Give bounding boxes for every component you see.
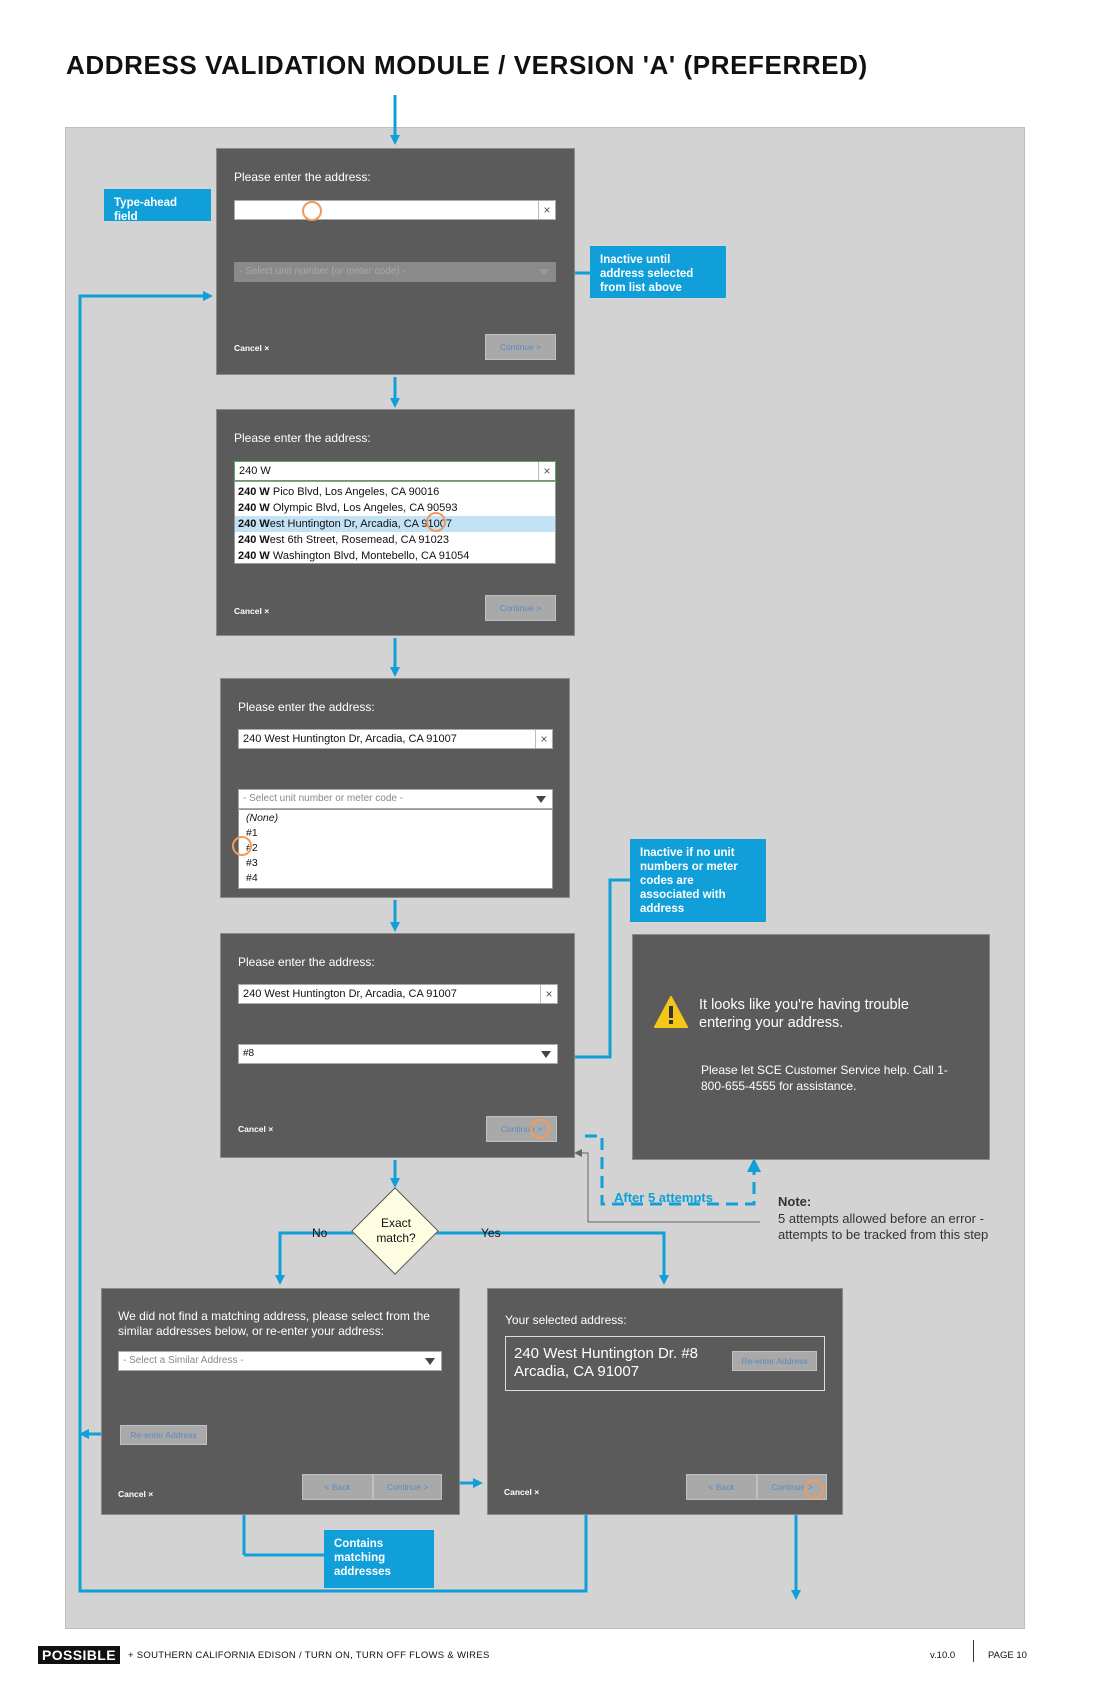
callout-typeahead: Type-ahead field [104, 189, 211, 223]
continue-button[interactable]: Continue > [485, 334, 556, 360]
panel-title: Please enter the address: [234, 431, 371, 445]
unit-option[interactable]: (None) [246, 812, 279, 824]
cursor-indicator [530, 1119, 550, 1139]
footer-page-number: PAGE 10 [988, 1650, 1027, 1661]
cancel-button[interactable]: Cancel × [118, 1489, 154, 1499]
address-panel-unit-select: Please enter the address: 240 West Hunti… [220, 678, 570, 898]
reenter-address-button[interactable]: Re-enter Address [732, 1351, 817, 1371]
unit-select-disabled: - Select unit number (or meter code) - [234, 262, 556, 282]
unit-option-list: (None) #1 #2 #3 #4 [238, 809, 553, 889]
error-panel: It looks like you're having trouble ente… [632, 934, 990, 1160]
arrow-loop-back [78, 291, 588, 1593]
address-line-2: Arcadia, CA 91007 [514, 1363, 640, 1380]
address-panel-empty: Please enter the address: × - Select uni… [216, 148, 575, 375]
cancel-button[interactable]: Cancel × [238, 1124, 274, 1134]
error-title: It looks like you're having trouble ente… [699, 997, 909, 1031]
unit-option[interactable]: #2 [246, 842, 258, 854]
arrow-no [275, 1231, 355, 1285]
suggestion-list: 240 W Pico Blvd, Los Angeles, CA 90016 2… [234, 481, 556, 564]
page-title: ADDRESS VALIDATION MODULE / VERSION 'A' … [66, 50, 868, 80]
suggestion-item[interactable]: 240 West 6th Street, Rosemead, CA 91023 [238, 534, 449, 546]
decision-yes-label: Yes [481, 1226, 501, 1240]
cursor-indicator [426, 512, 446, 532]
clear-icon[interactable]: × [535, 730, 552, 748]
cursor-indicator [804, 1479, 824, 1499]
footer-version: v.10.0 [930, 1650, 956, 1661]
cursor-indicator [302, 201, 322, 221]
unit-select[interactable]: #8 [238, 1044, 558, 1064]
callout-contains: Contains matching addresses [324, 1530, 434, 1588]
continue-button[interactable]: Continue > [373, 1474, 442, 1500]
address-typeahead-input[interactable]: 240 W × [234, 461, 556, 481]
match-panel: Your selected address: 240 West Huntingt… [487, 1288, 843, 1515]
panel-title: Please enter the address: [238, 700, 375, 714]
similar-address-select[interactable]: - Select a Similar Address - [118, 1351, 442, 1371]
suggestion-item[interactable]: 240 W Pico Blvd, Los Angeles, CA 90016 [238, 486, 440, 498]
footer-text: + SOUTHERN CALIFORNIA EDISON / TURN ON, … [128, 1650, 490, 1661]
arrow-yes [435, 1231, 669, 1285]
callout-inactive-if: Inactive if no unit numbers or meter cod… [630, 839, 766, 922]
chevron-down-icon [425, 1358, 435, 1365]
address-panel-typeahead: Please enter the address: 240 W × 240 W … [216, 409, 575, 636]
clear-icon[interactable]: × [538, 201, 555, 219]
panel-title: Please enter the address: [238, 955, 375, 969]
unit-option[interactable]: #4 [246, 872, 258, 884]
reenter-address-button[interactable]: Re-enter Address [120, 1425, 207, 1445]
decision-question: Exact match? [376, 1216, 416, 1245]
cancel-button[interactable]: Cancel × [234, 343, 270, 353]
note-heading: Note: [778, 1194, 812, 1209]
address-panel-unit-selected: Please enter the address: 240 West Hunti… [220, 933, 575, 1158]
suggestion-item-highlighted[interactable]: 240 West Huntington Dr, Arcadia, CA 9100… [235, 516, 555, 532]
chevron-down-icon [541, 1051, 551, 1058]
panel-title: Please enter the address: [234, 170, 371, 184]
line-inactive-if [553, 878, 630, 1059]
address-typeahead-input[interactable]: × [234, 200, 556, 220]
back-button[interactable]: < Back [686, 1474, 757, 1500]
address-line-1: 240 West Huntington Dr. #8 [514, 1345, 698, 1362]
chevron-down-icon [539, 269, 549, 276]
panel-title: Your selected address: [505, 1313, 627, 1327]
unit-option[interactable]: #1 [246, 827, 258, 839]
back-button[interactable]: < Back [302, 1474, 373, 1500]
address-input[interactable]: 240 West Huntington Dr, Arcadia, CA 9100… [238, 984, 558, 1004]
warning-icon [654, 996, 688, 1028]
address-input[interactable]: 240 West Huntington Dr, Arcadia, CA 9100… [238, 729, 553, 749]
unit-option[interactable]: #3 [246, 857, 258, 869]
dashed-attempts-loop [585, 1134, 756, 1206]
note-body: 5 attempts allowed before an error - att… [778, 1211, 989, 1242]
panel-title: We did not find a matching address, plea… [118, 1309, 430, 1338]
cancel-button[interactable]: Cancel × [504, 1487, 540, 1497]
footer-brand-logo: POSSIBLE [38, 1646, 120, 1664]
cancel-button[interactable]: Cancel × [234, 606, 270, 616]
unit-select-open[interactable]: - Select unit number or meter code - [238, 789, 553, 809]
cursor-indicator [232, 836, 252, 856]
error-body: Please let SCE Customer Service help. Ca… [701, 1063, 948, 1093]
attempts-label: After 5 attempts [614, 1190, 713, 1205]
suggestion-item[interactable]: 240 W Washington Blvd, Montebello, CA 91… [238, 550, 470, 562]
callout-inactive-until: Inactive until address selected from lis… [590, 246, 726, 298]
footer-divider [973, 1640, 974, 1662]
clear-icon[interactable]: × [538, 462, 555, 480]
chevron-down-icon [536, 796, 546, 803]
continue-button[interactable]: Continue > [485, 595, 556, 621]
decision-no-label: No [312, 1226, 328, 1240]
suggestion-item[interactable]: 240 W Olympic Blvd, Los Angeles, CA 9059… [238, 502, 458, 514]
no-match-panel: We did not find a matching address, plea… [101, 1288, 460, 1515]
clear-icon[interactable]: × [540, 985, 557, 1003]
selected-address-box [505, 1336, 825, 1391]
